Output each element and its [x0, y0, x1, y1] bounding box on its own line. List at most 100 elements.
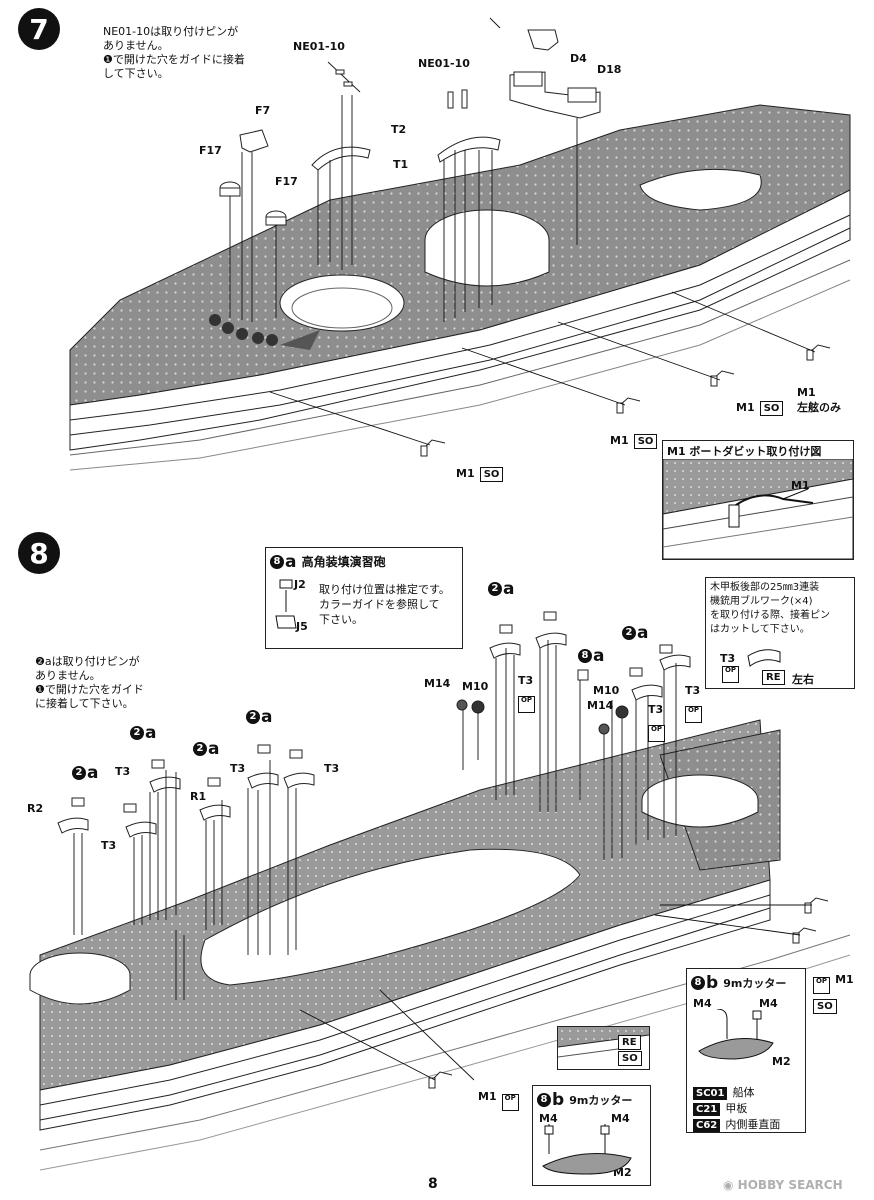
legend-code: SC01 — [693, 1087, 728, 1100]
inset-label-m1: M1 — [791, 479, 810, 492]
legend-row-0: SC01 船体 — [693, 1081, 755, 1100]
step-7-number: 7 — [29, 12, 49, 46]
label-m1: M1 — [478, 1090, 497, 1103]
legend-text: 甲板 — [725, 1102, 748, 1115]
step-8a-text: 取り付け位置は推定です。 カラーガイドを参照して 下さい。 — [319, 583, 450, 626]
label-m10-b: M10 — [593, 684, 620, 697]
label-t3-4: T3 — [324, 762, 340, 775]
label-t1: T1 — [393, 158, 409, 171]
letter-a: a — [208, 738, 220, 759]
step-8a-letter: a — [285, 551, 297, 572]
legend-code: C62 — [693, 1119, 721, 1132]
label-m10-a: M10 — [462, 680, 489, 693]
label-m4-right: M4 — [611, 1112, 630, 1125]
circle-2: 2 — [246, 709, 260, 724]
legend-text: 内側垂直面 — [725, 1118, 781, 1131]
step-7-note: NE01-10は取り付けピンが ありません。 ❶で開けた穴をガイドに接着 して下… — [103, 25, 245, 80]
label-ne01-10-b: NE01-10 — [418, 57, 470, 70]
legend-text: 船体 — [732, 1086, 755, 1099]
step-8b-circle: 8 — [537, 1092, 551, 1107]
label-t3: T3 — [648, 703, 664, 716]
letter-a: a — [145, 722, 157, 743]
label-t2: T2 — [391, 123, 407, 136]
page-number: 8 — [428, 1176, 438, 1192]
callout-t3-op-2: T3 OP — [648, 703, 665, 742]
circle-8: 8 — [578, 648, 592, 663]
bulwark-label-t3: T3 — [720, 652, 736, 665]
callout-m1-b: M1 SO — [610, 429, 658, 449]
label-m1: M1 — [456, 467, 475, 480]
legend-row-1: C21 甲板 — [693, 1097, 747, 1116]
label-f17-b: F17 — [275, 175, 298, 188]
label-m4-left: M4 — [539, 1112, 558, 1125]
label-d4: D4 — [570, 52, 587, 65]
step-8-badge: 8 — [18, 532, 60, 574]
label-m14-a: M14 — [424, 677, 451, 690]
re-so-inset: RE SO — [557, 1026, 650, 1070]
label-f7: F7 — [255, 104, 271, 117]
step-8b-title: 9mカッター — [723, 977, 787, 990]
circle-2: 2 — [72, 765, 86, 780]
step-8a-circle: 8 — [270, 554, 284, 569]
callout-m1-d: M1 左舷のみ — [797, 386, 841, 415]
label-m2: M2 — [772, 1055, 791, 1068]
bulwark-re-tag: RE — [762, 670, 785, 685]
callout-m1-right: OP M1 SO — [813, 968, 874, 1014]
op-tag: OP — [648, 725, 665, 742]
callout-m1-a: M1 SO — [456, 462, 504, 482]
op-tag: OP — [518, 696, 535, 713]
label-t3-1: T3 — [101, 839, 117, 852]
label-m4-right: M4 — [759, 997, 778, 1010]
callout-m1-c: M1 SO — [736, 396, 784, 416]
so-tag: SO — [813, 999, 837, 1014]
label-ne01-10-a: NE01-10 — [293, 40, 345, 53]
letter-a: a — [261, 706, 273, 727]
step-8b-letter: b — [706, 972, 719, 993]
label-j5: J5 — [296, 620, 308, 633]
step-8b-title: 9mカッター — [569, 1094, 633, 1107]
label-m14-b: M14 — [587, 699, 614, 712]
re-tag: RE — [618, 1035, 641, 1050]
bulwark-side-label: 左右 — [792, 673, 814, 686]
step7-hull — [69, 104, 851, 471]
label-m1: M1 — [610, 434, 629, 447]
watermark-icon: ◉ — [723, 1178, 734, 1192]
label-t3: T3 — [518, 674, 534, 687]
bulwark-note-box: 木甲板後部の25㎜3連装 機銃用ブルワーク(×4) を取り付ける際、接着ピン は… — [705, 577, 855, 689]
label-j2: J2 — [294, 578, 306, 591]
label-t3: T3 — [685, 684, 701, 697]
label-m1: M1 — [835, 973, 854, 986]
label-d18: D18 — [597, 63, 622, 76]
watermark-text: HOBBY SEARCH — [737, 1178, 843, 1192]
label-m1: M1 — [797, 386, 816, 399]
step-7-badge: 7 — [18, 8, 60, 50]
legend-row-2: C62 内側垂直面 — [693, 1113, 780, 1132]
callout-t3-op-3: T3 OP — [685, 684, 702, 723]
label-r2: R2 — [27, 802, 44, 815]
step-8a-parts-drawing — [275, 579, 297, 629]
so-tag: SO — [479, 467, 504, 482]
circle-2: 2 — [622, 625, 636, 640]
step-8-number: 8 — [29, 536, 49, 570]
letter-a: a — [87, 762, 99, 783]
step-8a-title: 高角装填演習砲 — [301, 555, 386, 569]
watermark: ◉ HOBBY SEARCH — [723, 1178, 843, 1192]
op-tag: OP — [813, 977, 830, 994]
inset-title: M1 ボートダビット取り付け図 — [667, 445, 822, 458]
op-tag: OP — [501, 1094, 519, 1111]
step-8b-letter: b — [552, 1089, 565, 1110]
label-r1: R1 — [190, 790, 207, 803]
step-8-note: ❷aは取り付けピンが ありません。 ❶で開けた穴をガイド に接着して下さい。 — [35, 655, 144, 710]
legend-code: C21 — [693, 1103, 721, 1116]
label-t3-3: T3 — [230, 762, 246, 775]
label-t3-2: T3 — [115, 765, 131, 778]
circle-2: 2 — [130, 725, 144, 740]
